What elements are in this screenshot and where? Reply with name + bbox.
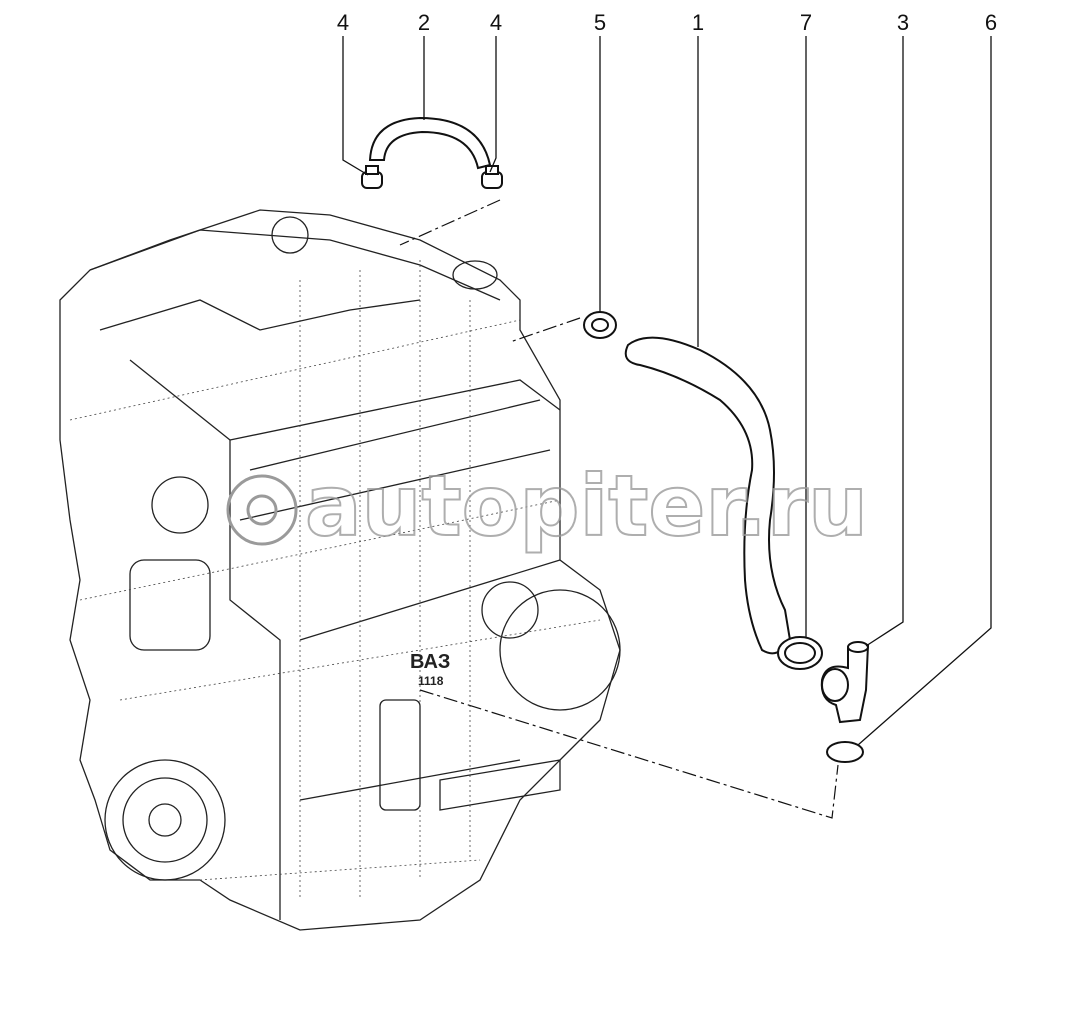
callout-6: 6 <box>985 10 997 35</box>
callout-4-right: 4 <box>490 10 502 35</box>
watermark: autopiter.ru <box>226 456 869 556</box>
engine-marking: ВАЗ <box>410 651 450 673</box>
callout-1: 1 <box>692 10 704 35</box>
watermark-text: autopiter.ru <box>305 457 868 555</box>
assembly-line-hose <box>509 317 581 343</box>
callout-5: 5 <box>594 10 606 35</box>
engine-marking-sub: 1118 <box>418 674 444 688</box>
callout-4-left: 4 <box>337 10 349 35</box>
assembly-line-top <box>399 199 501 246</box>
clamp-ring-7 <box>777 636 823 670</box>
watermark-logo-icon <box>226 474 298 546</box>
leader-6 <box>857 36 992 746</box>
leader-4-right <box>489 36 497 173</box>
seal-ring-6 <box>826 741 864 763</box>
small-hose-2 <box>368 116 492 170</box>
clamp-4-left <box>361 165 383 189</box>
pipe-fitting-3 <box>820 641 870 724</box>
clamp-5 <box>583 311 617 339</box>
assembly-line-fitting <box>419 689 839 819</box>
callout-7: 7 <box>800 10 812 35</box>
clamp-4-right <box>481 165 503 189</box>
main-hose-1 <box>624 336 792 655</box>
engine-illustration: ВАЗ 1118 <box>59 209 621 931</box>
leader-4-left <box>342 36 369 176</box>
leader-3 <box>865 36 904 647</box>
callout-3: 3 <box>897 10 909 35</box>
callout-2: 2 <box>418 10 430 35</box>
